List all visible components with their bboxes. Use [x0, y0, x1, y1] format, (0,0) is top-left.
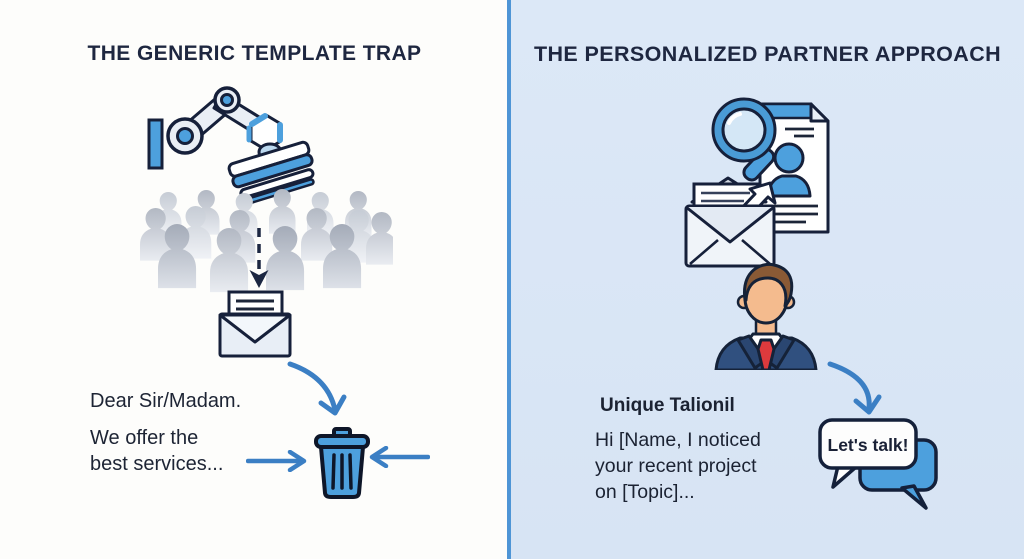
left-title: THE GENERIC TEMPLATE TRAP [87, 42, 422, 65]
generic-email-greeting: Dear Sir/Madam. [90, 390, 242, 412]
research-composite-icon [684, 97, 830, 268]
reply-envelope-icon [684, 176, 777, 268]
profile-document-icon [758, 102, 830, 234]
chat-bubbles-icon: Let's talk! [818, 418, 938, 510]
arrow-right-icon [246, 450, 307, 472]
left-panel [0, 0, 509, 559]
arrow-left-icon [369, 446, 430, 468]
magnifying-glass-icon [711, 97, 777, 182]
speech-bubble-text: Let's talk! [828, 435, 909, 455]
personalized-email-body-line3: on [Topic]... [595, 481, 695, 503]
curved-arrow-icon [827, 361, 882, 415]
panel-divider [507, 0, 511, 559]
down-dashed-arrow-icon [249, 228, 269, 288]
right-title: THE PERSONALIZED PARTNER APPROACH [533, 42, 1002, 66]
generic-email-body-line1: We offer the [90, 427, 199, 449]
personalized-email-body-line2: your recent project [595, 455, 757, 477]
generic-email-body-line2: best services... [90, 453, 224, 475]
generic-email-body: We offer the best services... [90, 425, 223, 477]
personalized-email-body-line1: Hi [Name, I noticed [595, 429, 761, 451]
curved-arrow-icon [287, 361, 347, 416]
personalized-email-body: Hi [Name, I noticed your recent project … [595, 427, 761, 505]
personalized-email-label: Unique Talionil [600, 395, 735, 416]
person-avatar-icon [714, 262, 818, 370]
trash-can-icon [314, 427, 370, 499]
open-envelope-icon [218, 290, 292, 358]
